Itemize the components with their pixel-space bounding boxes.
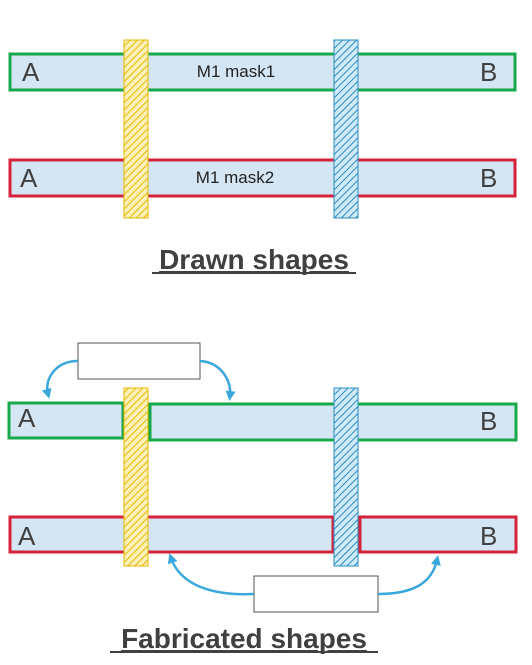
drawn-mask1-right-terminal: B [480,57,497,87]
fab-mask1-right-terminal: B [480,406,497,436]
fab-via-blue [333,387,359,567]
drawn-shapes-title: Drawn shapes [159,244,349,275]
drawn-via-yellow [123,39,149,219]
fab-mask1-wire-left [7,401,125,440]
bottom-callout-box [253,575,379,613]
fab-mask1-left-terminal: A [18,403,36,433]
bottom-callout-arrow-left [167,553,255,596]
bottom-callout-arrow-right [377,555,441,596]
fab-mask1-wire-right [148,402,518,442]
top-callout-arrow-right [199,359,236,401]
drawn-mask2-label: M1 mask2 [196,168,274,187]
top-callout-box [77,342,201,380]
drawn-mask2-left-terminal: A [20,163,38,193]
drawn-mask2-right-terminal: B [480,163,497,193]
top-callout-arrow-left [41,359,79,399]
drawn-mask1-label: M1 mask1 [197,62,275,81]
drawn-mask2-wire [8,158,517,198]
fab-mask2-left-terminal: A [18,521,36,551]
drawn-mask1-left-terminal: A [22,57,40,87]
drawn-via-blue [333,39,359,219]
fab-mask2-wire-left [8,515,335,554]
fab-mask2-right-terminal: B [480,521,497,551]
fab-mask2-wire-right [358,515,518,554]
fab-via-yellow [123,387,149,567]
drawn-mask1-wire [8,52,517,92]
fabricated-shapes-title: Fabricated shapes [121,623,367,654]
